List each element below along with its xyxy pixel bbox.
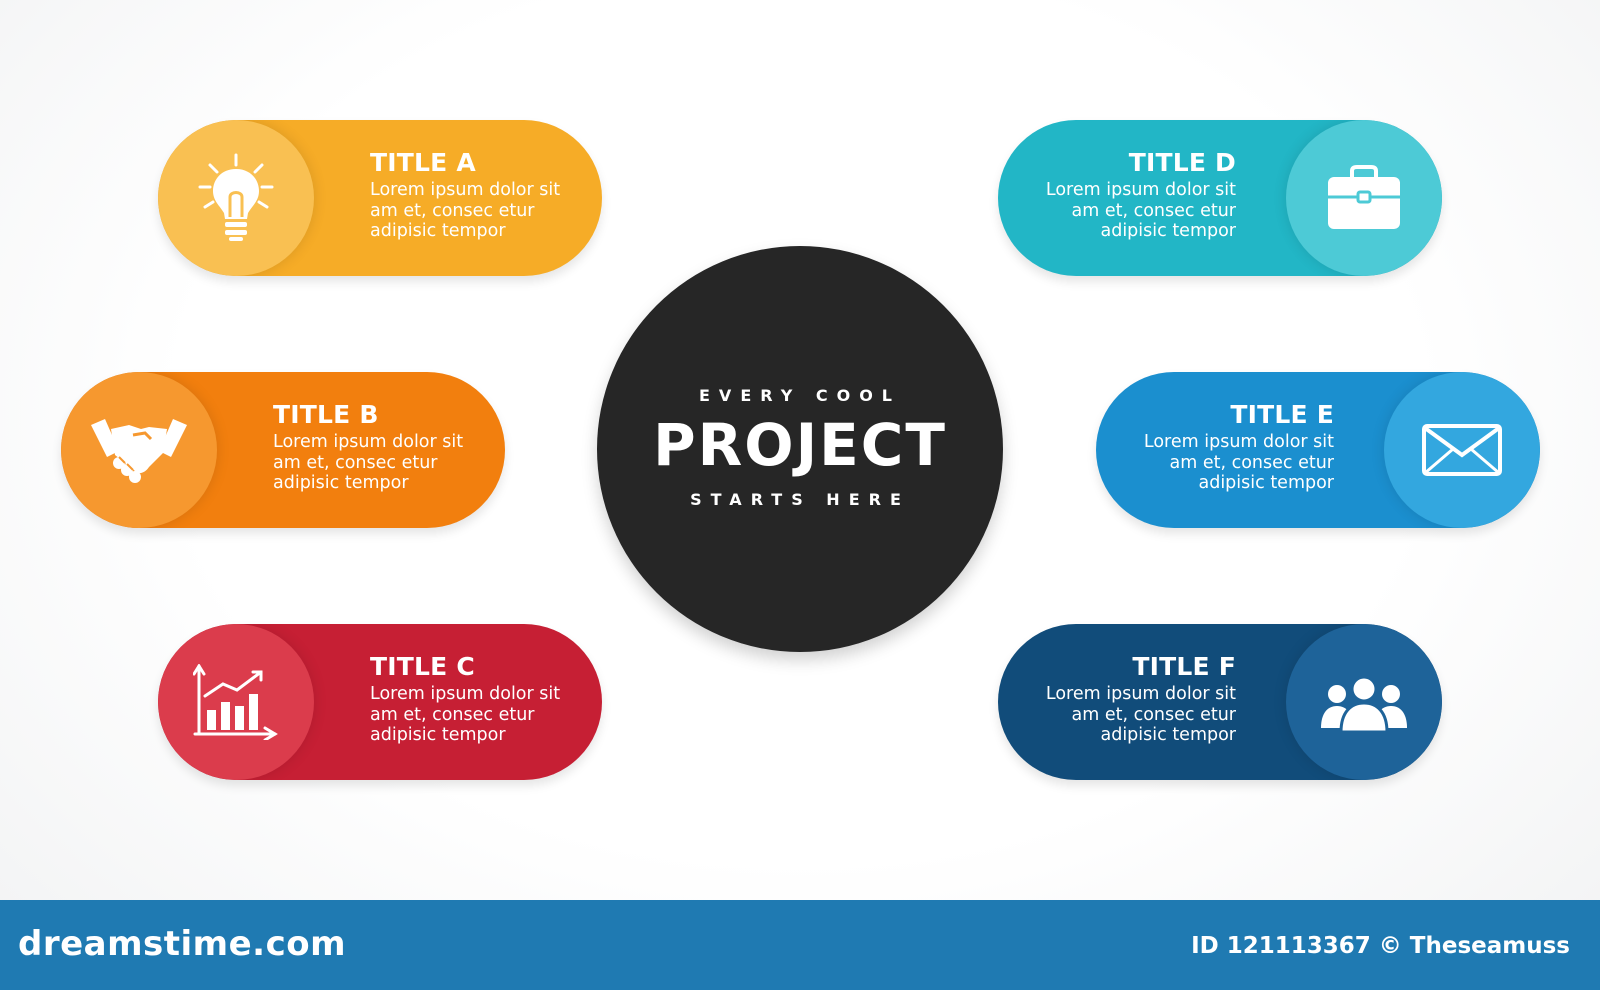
users-icon (1286, 624, 1442, 780)
card-title-c: TITLE C Lorem ipsum dolor sit am et, con… (158, 624, 602, 780)
card-c-cap (158, 624, 314, 780)
card-a-title: TITLE A (370, 148, 476, 177)
hub-main-text: PROJECT (653, 411, 947, 479)
card-title-b: TITLE B Lorem ipsum dolor sit am et, con… (61, 372, 505, 528)
footer-credit: ID 121113367 © Theseamuss (1191, 933, 1570, 959)
briefcase-icon (1286, 120, 1442, 276)
card-e-title: TITLE E (1230, 400, 1334, 429)
card-e-body: Lorem ipsum dolor sit am et, consec etur… (1143, 432, 1334, 493)
footer-bar: dreamstime.com ID 121113367 © Theseamuss (0, 900, 1600, 990)
envelope-icon (1384, 372, 1540, 528)
footer-logo[interactable]: dreamstime.com (18, 924, 347, 964)
card-title-e: TITLE E Lorem ipsum dolor sit am et, con… (1096, 372, 1540, 528)
card-b-title: TITLE B (273, 400, 379, 429)
center-hub: EVERY COOL PROJECT STARTS HERE (597, 246, 1003, 652)
hub-top-text: EVERY COOL (699, 386, 901, 405)
card-a-body: Lorem ipsum dolor sit am et, consec etur… (370, 180, 561, 241)
card-f-title: TITLE F (1132, 652, 1236, 681)
card-title-a: TITLE A Lorem ipsum dolor sit am et, con… (158, 120, 602, 276)
lightbulb-icon (158, 120, 314, 276)
card-c-body: Lorem ipsum dolor sit am et, consec etur… (370, 684, 561, 745)
handshake-icon (61, 372, 217, 528)
card-d-body: Lorem ipsum dolor sit am et, consec etur… (1045, 180, 1236, 241)
card-c-title: TITLE C (370, 652, 475, 681)
bar-chart-icon (158, 624, 314, 780)
card-title-d: TITLE D Lorem ipsum dolor sit am et, con… (998, 120, 1442, 276)
hub-bottom-text: STARTS HERE (690, 490, 910, 509)
card-b-body: Lorem ipsum dolor sit am et, consec etur… (273, 432, 464, 493)
card-d-title: TITLE D (1128, 148, 1236, 177)
card-f-body: Lorem ipsum dolor sit am et, consec etur… (1045, 684, 1236, 745)
card-e-cap (1384, 372, 1540, 528)
card-title-f: TITLE F Lorem ipsum dolor sit am et, con… (998, 624, 1442, 780)
diagram-canvas: TITLE A Lorem ipsum dolor sit am et, con… (61, 120, 1540, 780)
